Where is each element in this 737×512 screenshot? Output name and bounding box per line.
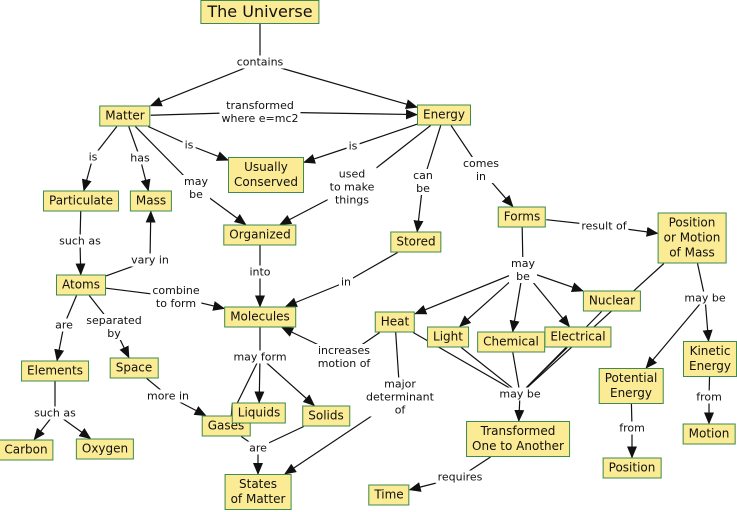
concept-position-motion[interactable]: Position or Motion of Mass <box>657 212 727 264</box>
arrow-vary_in-to-mass <box>145 210 156 261</box>
link-label-elements-such-as: such as <box>32 406 78 420</box>
connector-light-to-may_be_transformed <box>460 347 521 395</box>
concept-mass[interactable]: Mass <box>129 190 173 212</box>
link-label-vary-in: vary in <box>129 253 171 267</box>
concept-potential[interactable]: Potential Energy <box>598 368 664 404</box>
concept-chemical[interactable]: Chemical <box>477 331 545 353</box>
concept-liquids[interactable]: Liquids <box>231 402 287 424</box>
concept-atoms[interactable]: Atoms <box>56 274 106 296</box>
link-label-in: in <box>338 275 354 289</box>
connector-nuclear-to-may_be_transformed <box>519 311 603 395</box>
concept-conserved[interactable]: Usually Conserved <box>228 157 304 193</box>
arrow-contains-to-energy <box>259 61 418 109</box>
arrow-may_form-to-liquids <box>254 356 265 404</box>
arrow-pm_may_be-to-potential <box>645 297 706 369</box>
link-label-increases: increases motion of <box>315 344 373 370</box>
concept-solids[interactable]: Solids <box>302 405 350 427</box>
concept-carbon[interactable]: Carbon <box>0 439 54 461</box>
link-label-may-form: may form <box>231 350 289 364</box>
arrow-contains-to-matter <box>149 61 261 107</box>
concept-electrical[interactable]: Electrical <box>544 326 612 348</box>
link-label-used-to-make: used to make things <box>327 167 377 207</box>
link-label-can-be: can be <box>411 169 435 195</box>
concept-kinetic[interactable]: Kinetic Energy <box>682 341 737 377</box>
concept-oxygen[interactable]: Oxygen <box>75 438 135 460</box>
concept-universe[interactable]: The Universe <box>200 0 320 24</box>
arrow-in-to-molecules <box>284 281 347 308</box>
concept-organized[interactable]: Organized <box>223 224 297 246</box>
concept-space[interactable]: Space <box>109 357 159 379</box>
concept-elements[interactable]: Elements <box>21 360 89 382</box>
arrow-pm_may_be-to-kinetic <box>702 297 713 342</box>
concept-heat[interactable]: Heat <box>374 311 416 333</box>
concept-energy[interactable]: Energy <box>416 104 472 126</box>
link-label-matter-is-conserved: is <box>182 138 196 152</box>
arrow-may_form-to-solids <box>259 356 315 407</box>
link-label-combine: combine to form <box>150 284 202 310</box>
concept-matter[interactable]: Matter <box>99 105 151 127</box>
link-label-are-states: are <box>247 441 269 455</box>
connector-chemical-to-may_be_transformed <box>512 352 521 395</box>
link-label-energy-is: is <box>346 139 360 153</box>
connector-stored-to-in <box>345 251 398 283</box>
concept-stored[interactable]: Stored <box>390 231 442 253</box>
link-label-from-position: from <box>617 421 647 435</box>
link-label-has: has <box>128 151 152 165</box>
link-label-transformed: transformed where e=mc2 <box>219 99 301 125</box>
concept-molecules[interactable]: Molecules <box>224 306 296 328</box>
link-label-are-elements: are <box>53 318 75 332</box>
arrow-energy_is-to-conserved <box>303 145 354 164</box>
link-label-pm-may-be: may be <box>682 291 728 305</box>
link-label-separated-by: separated by <box>84 314 144 340</box>
link-label-contains: contains <box>234 55 286 69</box>
concept-nuclear[interactable]: Nuclear <box>582 290 642 312</box>
concept-forms[interactable]: Forms <box>497 206 547 228</box>
concept-states[interactable]: States of Matter <box>224 474 292 510</box>
concept-light[interactable]: Light <box>427 326 469 348</box>
link-label-major-determinant: major determinant of <box>364 377 436 417</box>
link-label-requires: requires <box>435 470 485 484</box>
concept-transformed[interactable]: Transformed One to Another <box>466 421 570 457</box>
link-label-matter-is-particulate: is <box>86 150 100 164</box>
link-label-comes-in: comes in <box>461 157 501 183</box>
connector-energy-to-energy_is <box>352 123 418 147</box>
link-label-particulate-such-as: such as <box>57 234 103 248</box>
concept-time[interactable]: Time <box>368 484 410 506</box>
link-label-result-of: result of <box>579 219 629 233</box>
concept-particulate[interactable]: Particulate <box>42 190 120 212</box>
connector-matter-to-matter_is_conserved <box>147 125 190 146</box>
arrow-forms_may_be-to-heat <box>414 269 524 315</box>
link-label-into: into <box>247 265 273 279</box>
link-label-from-motion: from <box>694 390 724 404</box>
link-label-may-be-transformed: may be <box>497 387 543 401</box>
arrow-matter_is_conserved-to-conserved <box>188 144 229 161</box>
link-label-matter-may-be: may be <box>182 175 210 201</box>
concept-motion[interactable]: Motion <box>682 423 736 445</box>
link-label-more-in: more in <box>144 389 192 403</box>
concept-position[interactable]: Position <box>602 457 662 479</box>
link-label-forms-may-be: may be <box>509 257 537 283</box>
